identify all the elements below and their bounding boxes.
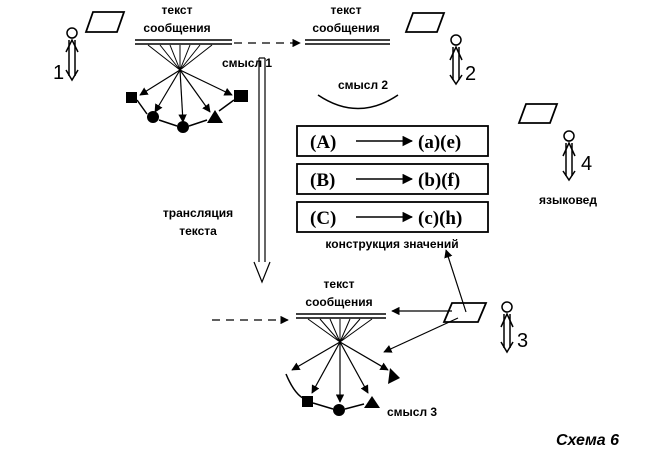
row-left: (B) xyxy=(310,170,335,191)
message-block-1: текст сообщения xyxy=(135,3,232,45)
construction-label: конструкция значений xyxy=(325,237,458,251)
triangle-shape xyxy=(364,396,380,408)
fan-1 xyxy=(147,44,213,71)
actor-3: 3 xyxy=(442,301,528,354)
row-left: (A) xyxy=(310,132,336,153)
square-shape xyxy=(234,90,248,102)
message-text-line-2: сообщения xyxy=(305,295,372,309)
construction-row-a: (A) (a)(e) xyxy=(296,125,489,157)
meaning-3-label: смысл 3 xyxy=(387,405,437,419)
fan-3 xyxy=(307,318,373,343)
actor-2: 2 xyxy=(404,12,476,86)
meaning-2-label: смысл 2 xyxy=(338,78,388,92)
actor-number: 2 xyxy=(465,63,476,85)
square-shape xyxy=(126,92,137,103)
message-text-line-1: текст xyxy=(324,277,355,291)
message-text-line-1: текст xyxy=(331,3,362,17)
row-right: (b)(f) xyxy=(418,170,460,191)
message-text-line-1: текст xyxy=(162,3,193,17)
row-right: (c)(h) xyxy=(418,208,462,229)
actor-number: 3 xyxy=(517,330,528,352)
row-right: (a)(e) xyxy=(418,132,461,153)
translation-line-1: трансляция xyxy=(163,206,233,220)
row-left: (C) xyxy=(310,208,336,229)
construction-row-b: (B) (b)(f) xyxy=(296,163,489,195)
meaning-2-arc xyxy=(317,94,399,110)
triangle-shape xyxy=(207,110,223,123)
meaning-arrows-3 xyxy=(291,341,389,403)
message-block-3: текст сообщения xyxy=(296,277,386,319)
actor-4: 4 языковед xyxy=(517,103,597,207)
meaning-arrows-1 xyxy=(139,69,233,123)
actor-1: 1 xyxy=(53,11,126,84)
message-text-line-2: сообщения xyxy=(312,21,379,35)
triangle-shape xyxy=(388,368,400,384)
translation-line-2: текста xyxy=(179,224,217,238)
message-text-line-2: сообщения xyxy=(143,21,210,35)
meaning-shapes-1 xyxy=(126,90,248,133)
translation-arrow xyxy=(253,57,271,284)
document-parallelogram xyxy=(84,11,126,33)
meaning-shapes-3 xyxy=(302,368,400,416)
actor-3-arrows xyxy=(383,249,467,353)
construction-row-c: (C) (c)(h) xyxy=(296,201,489,233)
actor-number: 1 xyxy=(53,62,64,84)
actor-number: 4 xyxy=(581,153,592,175)
linguist-label: языковед xyxy=(539,193,597,207)
document-parallelogram xyxy=(404,12,446,33)
diagram-caption: Схема 6 xyxy=(556,432,619,449)
document-parallelogram xyxy=(442,302,488,323)
square-shape xyxy=(302,396,313,407)
circle-shape xyxy=(333,404,345,416)
meaning-1-label: смысл 1 xyxy=(222,56,272,70)
message-block-2: текст сообщения xyxy=(305,3,390,45)
circle-shape xyxy=(147,111,159,123)
document-parallelogram xyxy=(517,103,559,124)
circle-shape xyxy=(177,121,189,133)
